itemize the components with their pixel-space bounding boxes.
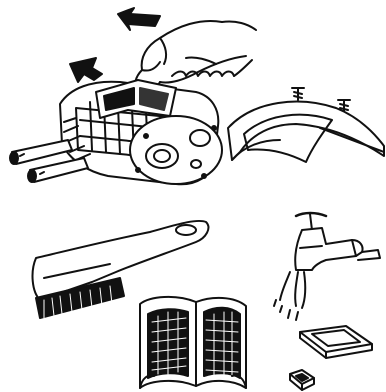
cover-plate xyxy=(228,102,384,160)
cover-plate-figure xyxy=(228,88,384,162)
water-tap xyxy=(274,213,380,320)
water-stream xyxy=(274,272,305,320)
motor-tubes xyxy=(10,140,88,182)
mesh-filter-pair xyxy=(140,297,246,388)
lift-arrow-icon xyxy=(118,8,160,30)
filter-icon xyxy=(140,297,246,388)
pad-icon xyxy=(300,326,372,358)
small-pads xyxy=(290,326,372,390)
motor-housing-figure xyxy=(10,8,256,184)
tap-icon xyxy=(295,213,380,270)
screw-icon xyxy=(292,88,304,100)
push-arrow-icon xyxy=(70,58,102,82)
pad-icon xyxy=(290,370,314,390)
